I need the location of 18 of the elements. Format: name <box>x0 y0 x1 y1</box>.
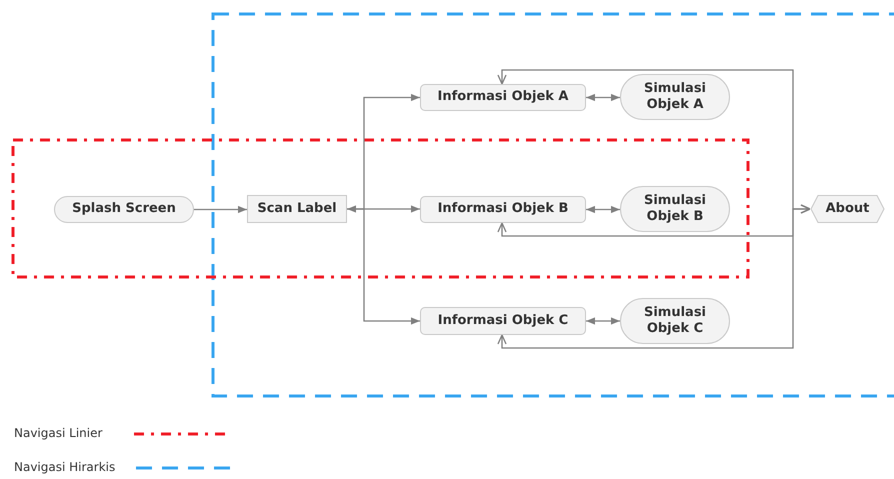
terminal-node: Simulasi Objek B <box>620 186 730 232</box>
process-box: Scan Label <box>247 195 347 223</box>
arrow <box>347 205 420 213</box>
arrow <box>194 206 247 214</box>
start-node: Splash Screen <box>54 196 194 223</box>
arrow <box>497 204 811 349</box>
hexagon-node: About <box>810 195 885 223</box>
arrow <box>586 94 620 102</box>
legend-label: Navigasi Linier <box>14 426 102 440</box>
arrow <box>586 317 620 325</box>
process-box: Informasi Objek C <box>420 307 586 335</box>
process-box: Informasi Objek A <box>420 84 586 111</box>
legend-label: Navigasi Hirarkis <box>14 460 116 474</box>
terminal-node: Simulasi Objek A <box>620 74 730 120</box>
arrow <box>586 206 620 214</box>
process-box: Informasi Objek B <box>420 196 586 223</box>
terminal-node: Simulasi Objek C <box>620 298 730 344</box>
arrow <box>347 208 420 325</box>
